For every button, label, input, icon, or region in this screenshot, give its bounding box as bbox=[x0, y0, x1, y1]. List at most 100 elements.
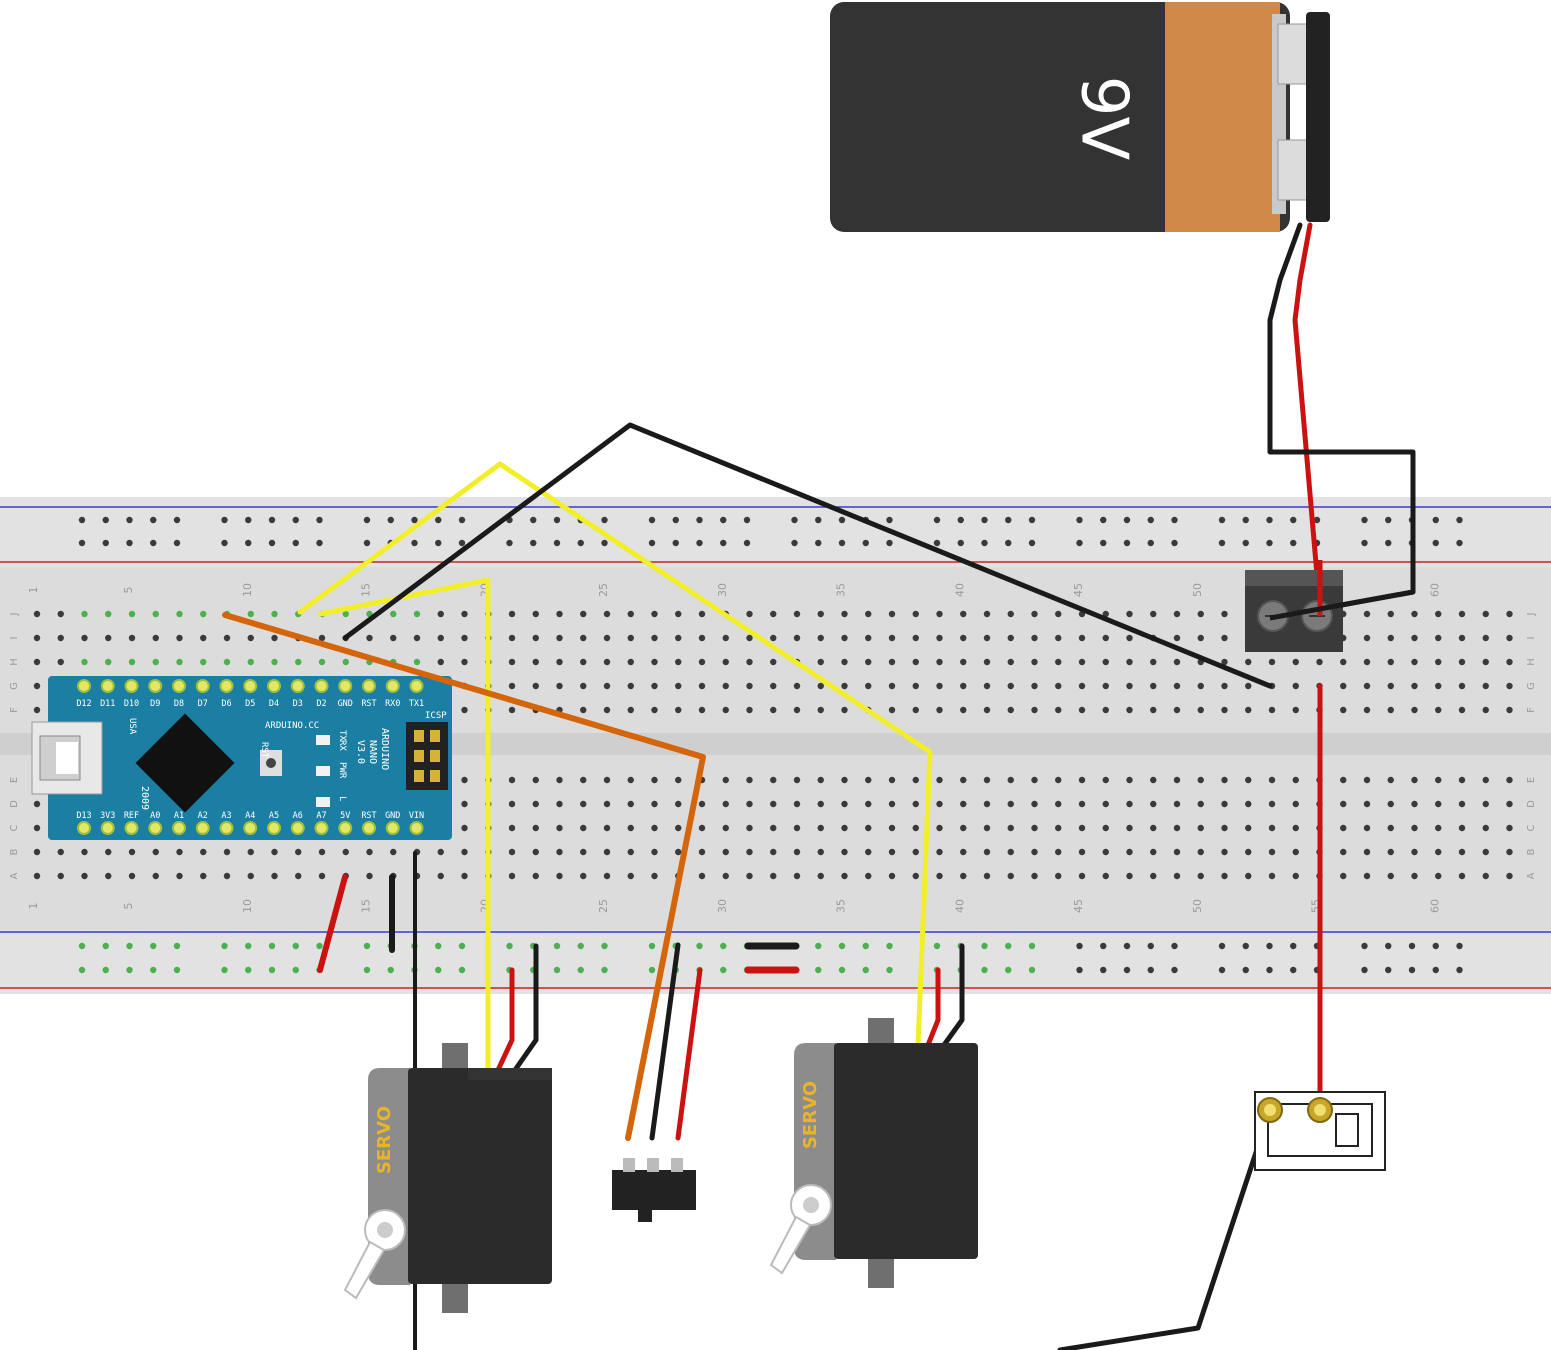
breadboard-hole bbox=[960, 610, 967, 618]
column-number-bottom: 60 bbox=[1428, 899, 1441, 913]
servo2-label: SERVO bbox=[800, 1081, 821, 1149]
icsp-header bbox=[406, 722, 448, 790]
breadboard-hole bbox=[556, 682, 563, 690]
rail-hole bbox=[126, 966, 133, 974]
breadboard-hole bbox=[1387, 634, 1394, 642]
breadboard-hole bbox=[912, 682, 919, 690]
usa-label: USA bbox=[127, 718, 137, 735]
rail-hole bbox=[221, 942, 228, 950]
breadboard-hole bbox=[81, 610, 88, 618]
breadboard-hole bbox=[33, 824, 41, 832]
rail-hole bbox=[577, 966, 584, 974]
breadboard-hole bbox=[888, 848, 896, 856]
breadboard-hole bbox=[247, 872, 254, 880]
breadboard-hole bbox=[1126, 634, 1133, 642]
breadboard-hole bbox=[247, 610, 254, 618]
breadboard-hole bbox=[1150, 872, 1157, 880]
breadboard-hole bbox=[960, 706, 967, 714]
breadboard-hole bbox=[1197, 800, 1204, 808]
column-number-bottom: 40 bbox=[953, 899, 966, 913]
rail-hole bbox=[696, 539, 703, 547]
dc-jack-black-wire bbox=[1057, 1107, 1273, 1350]
breadboard-hole bbox=[105, 848, 112, 856]
breadboard-hole bbox=[1387, 658, 1394, 666]
row-letter: F bbox=[1526, 707, 1537, 713]
rail-hole bbox=[1005, 539, 1012, 547]
nano-top-pin-label: RX0 bbox=[385, 699, 400, 709]
breadboard-hole bbox=[1007, 610, 1014, 618]
breadboard-hole bbox=[888, 706, 896, 714]
breadboard-hole bbox=[1031, 706, 1038, 714]
breadboard-hole bbox=[1363, 634, 1371, 642]
rail-hole bbox=[245, 966, 252, 974]
rail-hole bbox=[1171, 539, 1178, 547]
breadboard-hole bbox=[128, 872, 136, 880]
breadboard-hole bbox=[865, 800, 872, 808]
breadboard-hole bbox=[746, 610, 753, 618]
breadboard-hole bbox=[960, 824, 967, 832]
breadboard-hole bbox=[1173, 848, 1181, 856]
breadboard-hole bbox=[1268, 776, 1276, 784]
nano-bottom-pin-label: A1 bbox=[174, 811, 184, 821]
breadboard-hole bbox=[675, 682, 682, 690]
breadboard-hole bbox=[1007, 658, 1014, 666]
breadboard-hole bbox=[675, 800, 682, 808]
breadboard-hole bbox=[57, 634, 64, 642]
breadboard-hole bbox=[532, 848, 539, 856]
rail-hole bbox=[648, 942, 656, 950]
rail-hole bbox=[458, 516, 466, 524]
switch-red-wire bbox=[675, 967, 703, 1141]
breadboard-hole bbox=[1268, 706, 1276, 714]
rail-hole bbox=[601, 516, 608, 524]
rail-hole bbox=[150, 539, 157, 547]
breadboard-hole bbox=[200, 658, 207, 666]
rail-hole bbox=[530, 516, 537, 524]
rail-hole bbox=[150, 516, 157, 524]
rail-hole bbox=[1242, 942, 1249, 950]
column-number-labels: 1155101015152020252530303535404045455050… bbox=[27, 583, 1441, 913]
column-number-top: 5 bbox=[122, 587, 135, 594]
breadboard-hole bbox=[176, 634, 183, 642]
rail-hole bbox=[1408, 942, 1416, 950]
terminal-black-wire-end bbox=[1269, 589, 1414, 621]
breadboard-hole bbox=[817, 610, 824, 618]
breadboard-hole bbox=[1458, 800, 1466, 808]
nano-pin-pad bbox=[267, 679, 281, 693]
rail-hole bbox=[1385, 516, 1392, 524]
breadboard-hole bbox=[722, 848, 729, 856]
top-power-rail bbox=[0, 497, 1551, 567]
breadboard-hole bbox=[983, 800, 991, 808]
rail-hole bbox=[981, 539, 988, 547]
breadboard-hole bbox=[1245, 800, 1252, 808]
breadboard-hole bbox=[627, 682, 634, 690]
breadboard-hole bbox=[1245, 706, 1252, 714]
rail-hole bbox=[1361, 966, 1368, 974]
breadboard-hole bbox=[722, 776, 729, 784]
breadboard-hole bbox=[1150, 776, 1157, 784]
breadboard-hole bbox=[1435, 610, 1442, 618]
breadboard-hole bbox=[1078, 682, 1086, 690]
breadboard-hole bbox=[722, 682, 729, 690]
rail-hole bbox=[387, 516, 394, 524]
breadboard-hole bbox=[1245, 682, 1252, 690]
breadboard-hole bbox=[1363, 610, 1371, 618]
nano-pin-pads bbox=[77, 679, 424, 835]
breadboard-hole bbox=[1411, 658, 1418, 666]
breadboard-hole bbox=[295, 848, 302, 856]
breadboard-hole bbox=[342, 848, 349, 856]
breadboard-hole bbox=[1340, 706, 1347, 714]
breadboard-hole bbox=[461, 824, 468, 832]
breadboard-hole bbox=[413, 634, 421, 642]
breadboard-hole bbox=[223, 872, 231, 880]
rail-hole bbox=[720, 516, 727, 524]
breadboard-hole bbox=[1173, 872, 1181, 880]
battery-9v: 9V bbox=[830, 2, 1330, 232]
rail-hole bbox=[1005, 942, 1012, 950]
breadboard-hole bbox=[627, 800, 634, 808]
breadboard-hole bbox=[437, 848, 444, 856]
rail-hole bbox=[221, 539, 228, 547]
breadboard-hole bbox=[1363, 848, 1371, 856]
breadboard-hole bbox=[817, 634, 824, 642]
